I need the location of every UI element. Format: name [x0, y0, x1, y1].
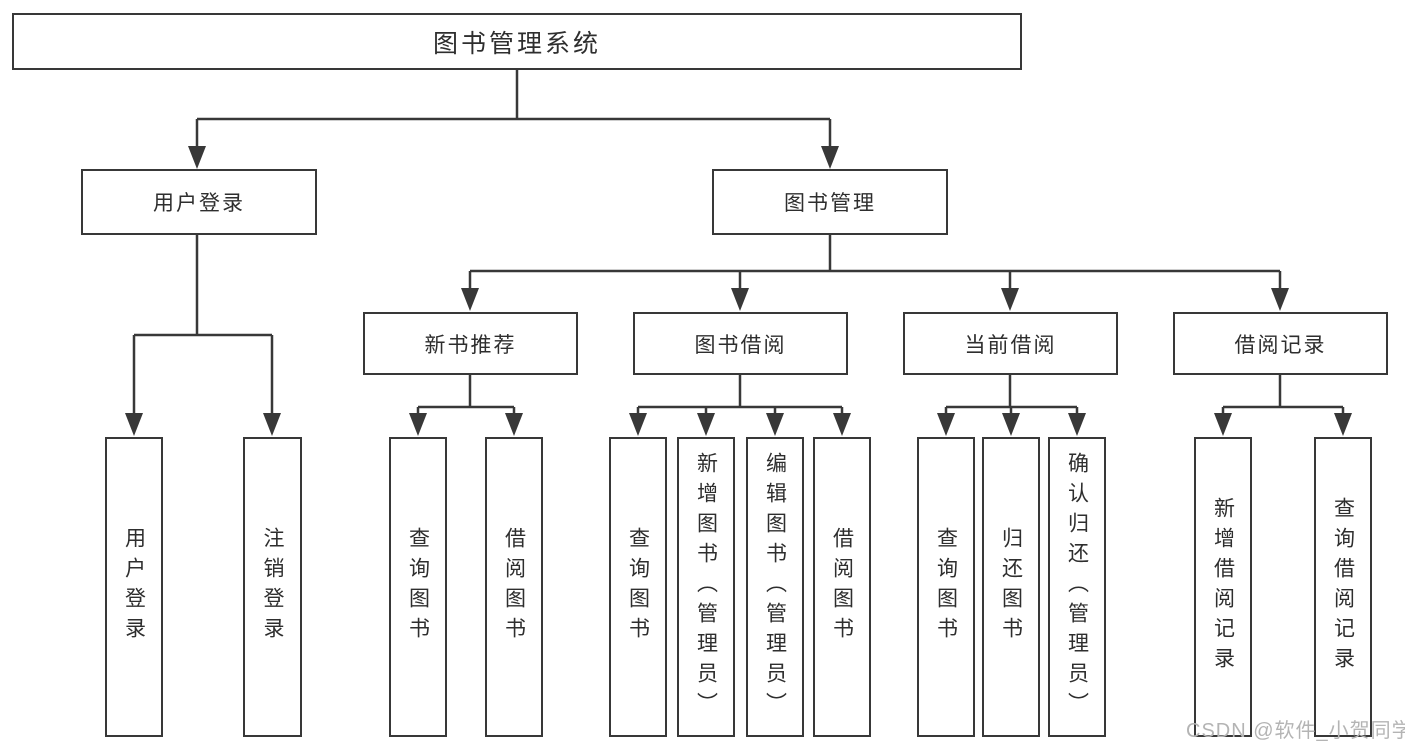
leaf-borrow-books-borrowing: 借阅图书 [813, 437, 871, 737]
leaf-return-books: 归还图书 [982, 437, 1040, 737]
leaf-user-login: 用户登录 [105, 437, 163, 737]
leaf-edit-books-admin: 编辑图书（管理员） [746, 437, 804, 737]
node-user-login: 用户登录 [81, 169, 317, 235]
node-book-borrowing: 图书借阅 [633, 312, 848, 375]
connector-line-path [132, 69, 1345, 414]
leaf-add-books-admin: 新增图书（管理员） [677, 437, 735, 737]
node-borrowing-records: 借阅记录 [1173, 312, 1388, 375]
leaf-add-borrow-record: 新增借阅记录 [1194, 437, 1252, 737]
leaf-logout-login: 注销登录 [243, 437, 302, 737]
node-book-management: 图书管理 [712, 169, 948, 235]
leaf-query-books-current: 查询图书 [917, 437, 975, 737]
leaf-confirm-return-admin: 确认归还（管理员） [1048, 437, 1106, 737]
watermark: CSDN @软件_小贺同学 [1186, 720, 1405, 742]
node-current-borrowing: 当前借阅 [903, 312, 1118, 375]
node-new-book-recommendation: 新书推荐 [363, 312, 578, 375]
node-library-system: 图书管理系统 [12, 13, 1022, 70]
leaf-borrow-books-recommend: 借阅图书 [485, 437, 543, 737]
leaf-query-books-recommend: 查询图书 [389, 437, 447, 737]
arrowheads [125, 146, 1352, 436]
leaf-query-borrow-record: 查询借阅记录 [1314, 437, 1372, 737]
leaf-query-books-borrowing: 查询图书 [609, 437, 667, 737]
